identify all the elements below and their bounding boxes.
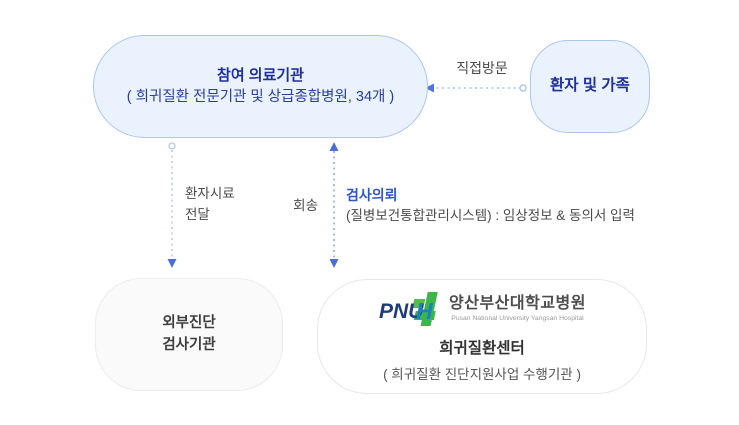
sample-delivery-label-line2: 전달 xyxy=(185,206,210,222)
node-patient-family: 환자 및 가족 xyxy=(530,40,650,133)
pnuh-logo-pnu-text: PNU xyxy=(379,300,424,323)
hospital-name-english: Pusan National University Yangsan Hospit… xyxy=(451,314,584,322)
direct-visit-label: 직접방문 xyxy=(456,60,508,76)
participating-subtitle: ( 희귀질환 전문기관 및 상급종합병원, 34개 ) xyxy=(126,88,395,105)
node-rare-disease-center: PNU H 양산부산대학교병원 Pusan National Universit… xyxy=(317,279,647,394)
hospital-logo-lockup: PNU H 양산부산대학교병원 Pusan National Universit… xyxy=(378,291,586,327)
node-participating-institutions: 참여 의료기관 ( 희귀질환 전문기관 및 상급종합병원, 34개 ) xyxy=(93,35,428,138)
patient-title: 환자 및 가족 xyxy=(550,77,630,95)
sample-delivery-label: 환자시료 전달 xyxy=(185,184,235,226)
referral-double-arrow xyxy=(329,142,339,268)
hospital-name-korean: 양산부산대학교병원 xyxy=(449,295,586,313)
return-label: 회송 xyxy=(293,198,318,213)
external-lab-line1: 외부진단 xyxy=(162,314,216,331)
direct-visit-arrow xyxy=(425,83,527,93)
node-external-lab: 외부진단 검사기관 xyxy=(95,278,283,391)
referral-title: 검사의뢰 xyxy=(346,187,398,203)
external-lab-line2: 검사기관 xyxy=(162,336,216,353)
center-subtitle: ( 희귀질환 진단지원사업 수행기관 ) xyxy=(383,366,581,382)
pnuh-logo-cross xyxy=(412,291,438,326)
sample-delivery-arrow xyxy=(167,142,177,268)
center-name: 희귀질환센터 xyxy=(439,339,525,357)
hospital-name-block: 양산부산대학교병원 Pusan National University Yang… xyxy=(449,295,586,322)
referral-description: (질병보건통합관리시스템) : 임상정보 & 동의서 입력 xyxy=(346,208,635,223)
pnuh-logo-icon: PNU H xyxy=(379,291,438,326)
pnuh-logo-h-text: H xyxy=(416,298,433,324)
sample-delivery-label-line1: 환자시료 xyxy=(185,186,235,201)
participating-title: 참여 의료기관 xyxy=(217,67,304,85)
